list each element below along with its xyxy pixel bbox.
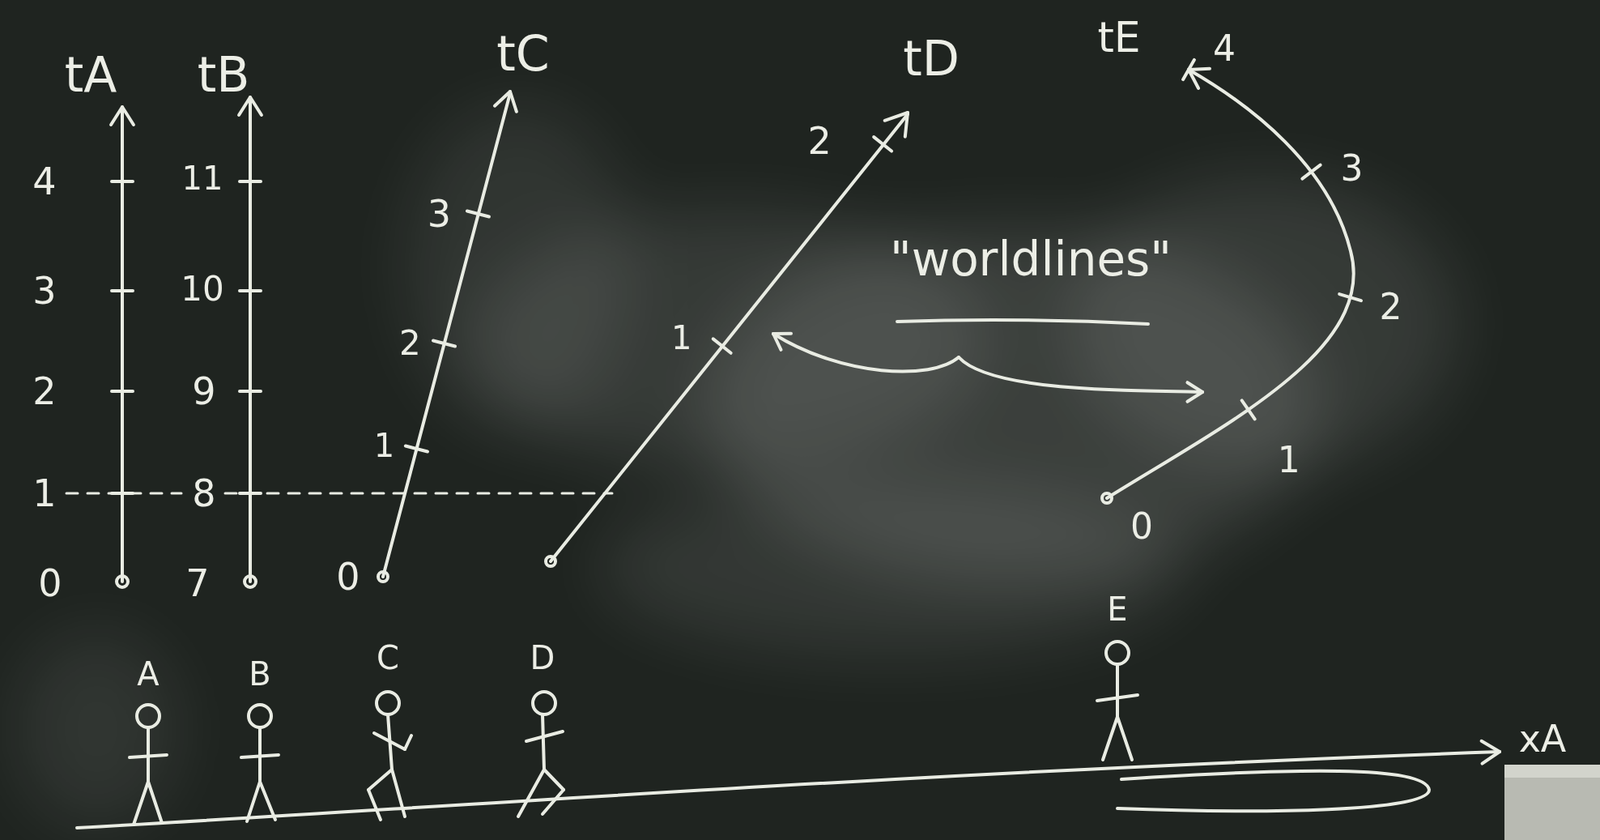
x-axis: [76, 751, 1500, 828]
dashed-line: [225, 492, 613, 495]
arrowhead: [905, 112, 908, 137]
event-dot: [545, 556, 556, 566]
time-tick: 4: [1209, 29, 1239, 69]
motion-loop: [1117, 770, 1430, 811]
eraser-smudges: [16, 105, 1458, 826]
axis-name: tD: [899, 32, 963, 85]
tick-mark: [1302, 165, 1320, 179]
arrowhead: [1187, 382, 1203, 392]
time-tick: 0: [332, 556, 363, 597]
event-dot: [378, 571, 388, 582]
observer-letter: D: [527, 639, 559, 676]
tick-mark: [433, 340, 456, 346]
worldline-a: [120, 108, 124, 582]
time-tick: 1: [668, 319, 695, 356]
time-tick: 1: [370, 427, 398, 464]
eraser: [1504, 764, 1600, 840]
tick-mark: [239, 389, 261, 393]
stick-figure: [368, 691, 412, 820]
stick-figure: [241, 704, 279, 822]
tick-mark: [111, 491, 133, 495]
time-tick: 1: [29, 472, 60, 514]
tick-mark: [467, 210, 490, 217]
tick-mark: [873, 136, 892, 151]
event-dot: [244, 575, 256, 588]
axis-name: tB: [194, 48, 254, 101]
tick-mark: [1242, 400, 1256, 419]
time-tick: 1: [1274, 440, 1304, 480]
worldline-c: [382, 93, 511, 577]
pointer-arrow: [958, 357, 1203, 392]
arrowhead: [250, 97, 262, 115]
axis-name: tA: [61, 48, 121, 101]
arrowhead: [1482, 751, 1500, 764]
event-dot: [1102, 493, 1112, 503]
tick-mark: [239, 289, 261, 293]
time-tick: 10: [177, 270, 227, 308]
axis-name: tE: [1093, 14, 1144, 60]
time-tick: 3: [29, 270, 60, 311]
arrowhead: [885, 112, 908, 121]
time-tick: 11: [178, 160, 227, 196]
arrowhead: [494, 91, 511, 107]
time-tick: 0: [1127, 506, 1157, 546]
observer-letter: A: [133, 655, 162, 692]
arrowhead: [1481, 740, 1500, 752]
tick-mark: [111, 179, 133, 183]
time-tick: 7: [182, 562, 213, 604]
tick-mark: [239, 179, 261, 183]
stick-figure: [1097, 641, 1138, 760]
arrowhead: [1188, 68, 1210, 70]
arrowhead: [773, 333, 782, 350]
tick-mark: [111, 289, 133, 293]
axis-name: tC: [493, 27, 553, 80]
tick-mark: [405, 445, 428, 452]
tick-mark: [713, 338, 732, 353]
stick-figure: [129, 704, 167, 825]
arrowhead: [122, 106, 134, 125]
observer-letter: B: [245, 655, 274, 692]
tick-mark: [1339, 293, 1362, 301]
axis-name: xA: [1515, 718, 1571, 759]
time-tick: 3: [424, 193, 455, 235]
arrowhead: [510, 91, 517, 112]
arrowhead: [1188, 69, 1199, 89]
arrowhead: [110, 106, 123, 125]
tick-mark: [111, 389, 133, 393]
time-tick: 9: [188, 370, 219, 412]
stick-figure: [518, 691, 564, 817]
worldlines-title: "worldlines": [886, 234, 1175, 285]
time-tick: 2: [804, 120, 835, 162]
time-tick: 2: [1376, 287, 1406, 327]
worldline-b: [248, 98, 252, 582]
observer-letter: C: [373, 639, 403, 676]
worldline-drawing: [66, 59, 1500, 828]
arrowhead: [1187, 391, 1203, 402]
time-tick: 0: [34, 562, 65, 604]
pointer-arrow: [773, 333, 959, 372]
time-tick: 2: [395, 324, 425, 362]
tick-mark: [239, 491, 261, 495]
time-tick: 2: [29, 370, 60, 412]
arrowhead: [773, 331, 792, 336]
time-tick: 3: [1336, 148, 1366, 188]
dashed-line: [66, 492, 182, 495]
underline: [897, 319, 1149, 324]
event-dot: [116, 575, 128, 588]
time-tick: 4: [29, 161, 60, 202]
time-tick: 8: [188, 472, 219, 514]
observer-letter: E: [1103, 591, 1131, 627]
